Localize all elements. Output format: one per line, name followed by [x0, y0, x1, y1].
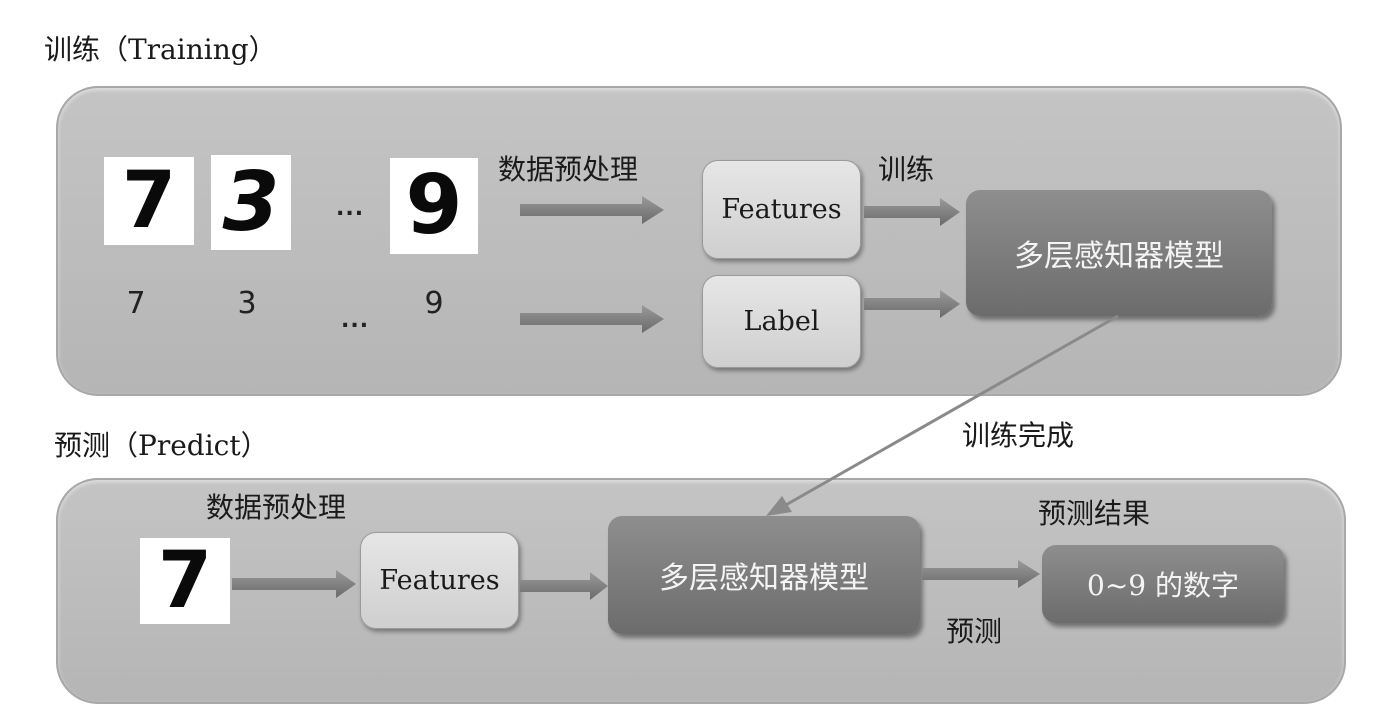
predict-label: 预测	[946, 615, 1003, 648]
training-complete-label: 训练完成	[962, 419, 1075, 452]
digit-label-7: 7	[126, 286, 146, 321]
digit-image-7: 7	[104, 157, 194, 245]
training-model-box: 多层感知器模型	[966, 190, 1272, 316]
arrow-right-icon	[520, 196, 664, 224]
arrow-right-icon	[520, 305, 664, 333]
predict-preprocess-label: 数据预处理	[206, 491, 347, 524]
training-complete-arrow	[783, 314, 1119, 508]
predict-title: 预测（Predict）	[54, 429, 269, 462]
training-title: 训练（Training）	[44, 33, 277, 66]
arrow-right-icon	[864, 198, 960, 226]
ellipsis-images: ...	[336, 196, 365, 221]
training-features-box: Features	[702, 160, 861, 259]
arrow-right-icon	[864, 290, 960, 318]
arrow-right-icon	[520, 572, 608, 600]
digit-image-9: 9	[390, 158, 478, 254]
predict-features-box: Features	[360, 532, 519, 629]
arrow-right-icon	[232, 570, 356, 598]
predict-digit-image: 7	[140, 538, 230, 624]
digit-label-3: 3	[237, 286, 257, 321]
result-box: 0~9 的数字	[1042, 545, 1284, 623]
arrow-right-icon	[922, 560, 1040, 588]
arrow-head-icon	[766, 496, 792, 516]
predict-model-box: 多层感知器模型	[608, 516, 920, 634]
result-title: 预测结果	[1038, 497, 1151, 530]
digit-image-3: 3	[211, 155, 291, 250]
digit-label-9: 9	[424, 286, 444, 321]
training-label-box: Label	[702, 275, 861, 368]
train-label: 训练	[878, 153, 935, 186]
ellipsis-labels: ...	[341, 308, 370, 333]
training-preprocess-label: 数据预处理	[498, 153, 639, 186]
